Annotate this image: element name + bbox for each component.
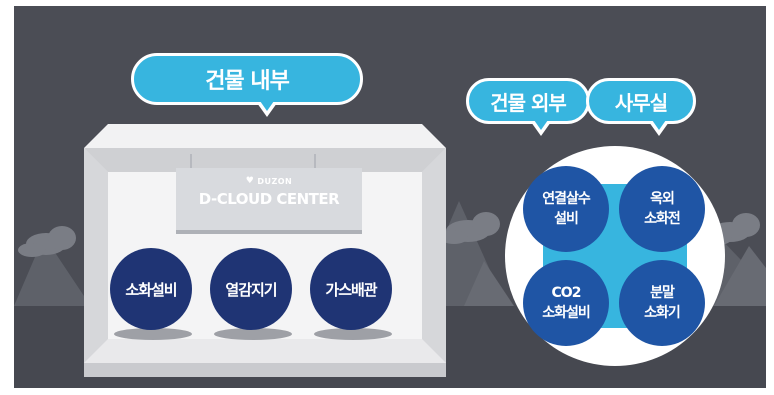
cloud-left [18,226,76,257]
circle-shadow [114,328,192,340]
exterior-systems-disk: 연결살수 설비 옥외 소화전 CO2 소화설비 분말 소화기 [505,146,725,366]
building-walls [84,148,446,377]
sign-hook-left [190,154,192,168]
bubble-building-inside: 건물 내부 [131,53,363,117]
co2-extinguishing-system: CO2 소화설비 [523,260,609,346]
bubble-building-outside: 건물 외부 [466,78,590,136]
sprinkler-connection: 연결살수 설비 [523,166,609,252]
heat-detector: 열감지기 [210,248,292,330]
powder-extinguisher: 분말 소화기 [619,260,705,346]
circle-shadow [314,328,392,340]
building-floor [84,339,446,377]
cloud-middle [440,212,500,244]
gas-piping: 가스배관 [310,248,392,330]
fire-extinguishing-equipment: 소화설비 [110,248,192,330]
sign-hook-right [314,154,316,168]
circle-shadow [214,328,292,340]
duzon-logo: ♥ DUZON [245,176,293,186]
building-roof [84,124,446,148]
diagram-canvas: ♥ DUZON D-CLOUD CENTER 소화설비 열감지기 가스배관 건물… [14,6,766,388]
outdoor-hydrant: 옥외 소화전 [619,166,705,252]
dcloud-center-sign: ♥ DUZON D-CLOUD CENTER [176,168,362,234]
sign-title: D-CLOUD CENTER [198,190,340,208]
bubble-office: 사무실 [586,78,696,136]
heart-icon: ♥ [245,176,255,186]
